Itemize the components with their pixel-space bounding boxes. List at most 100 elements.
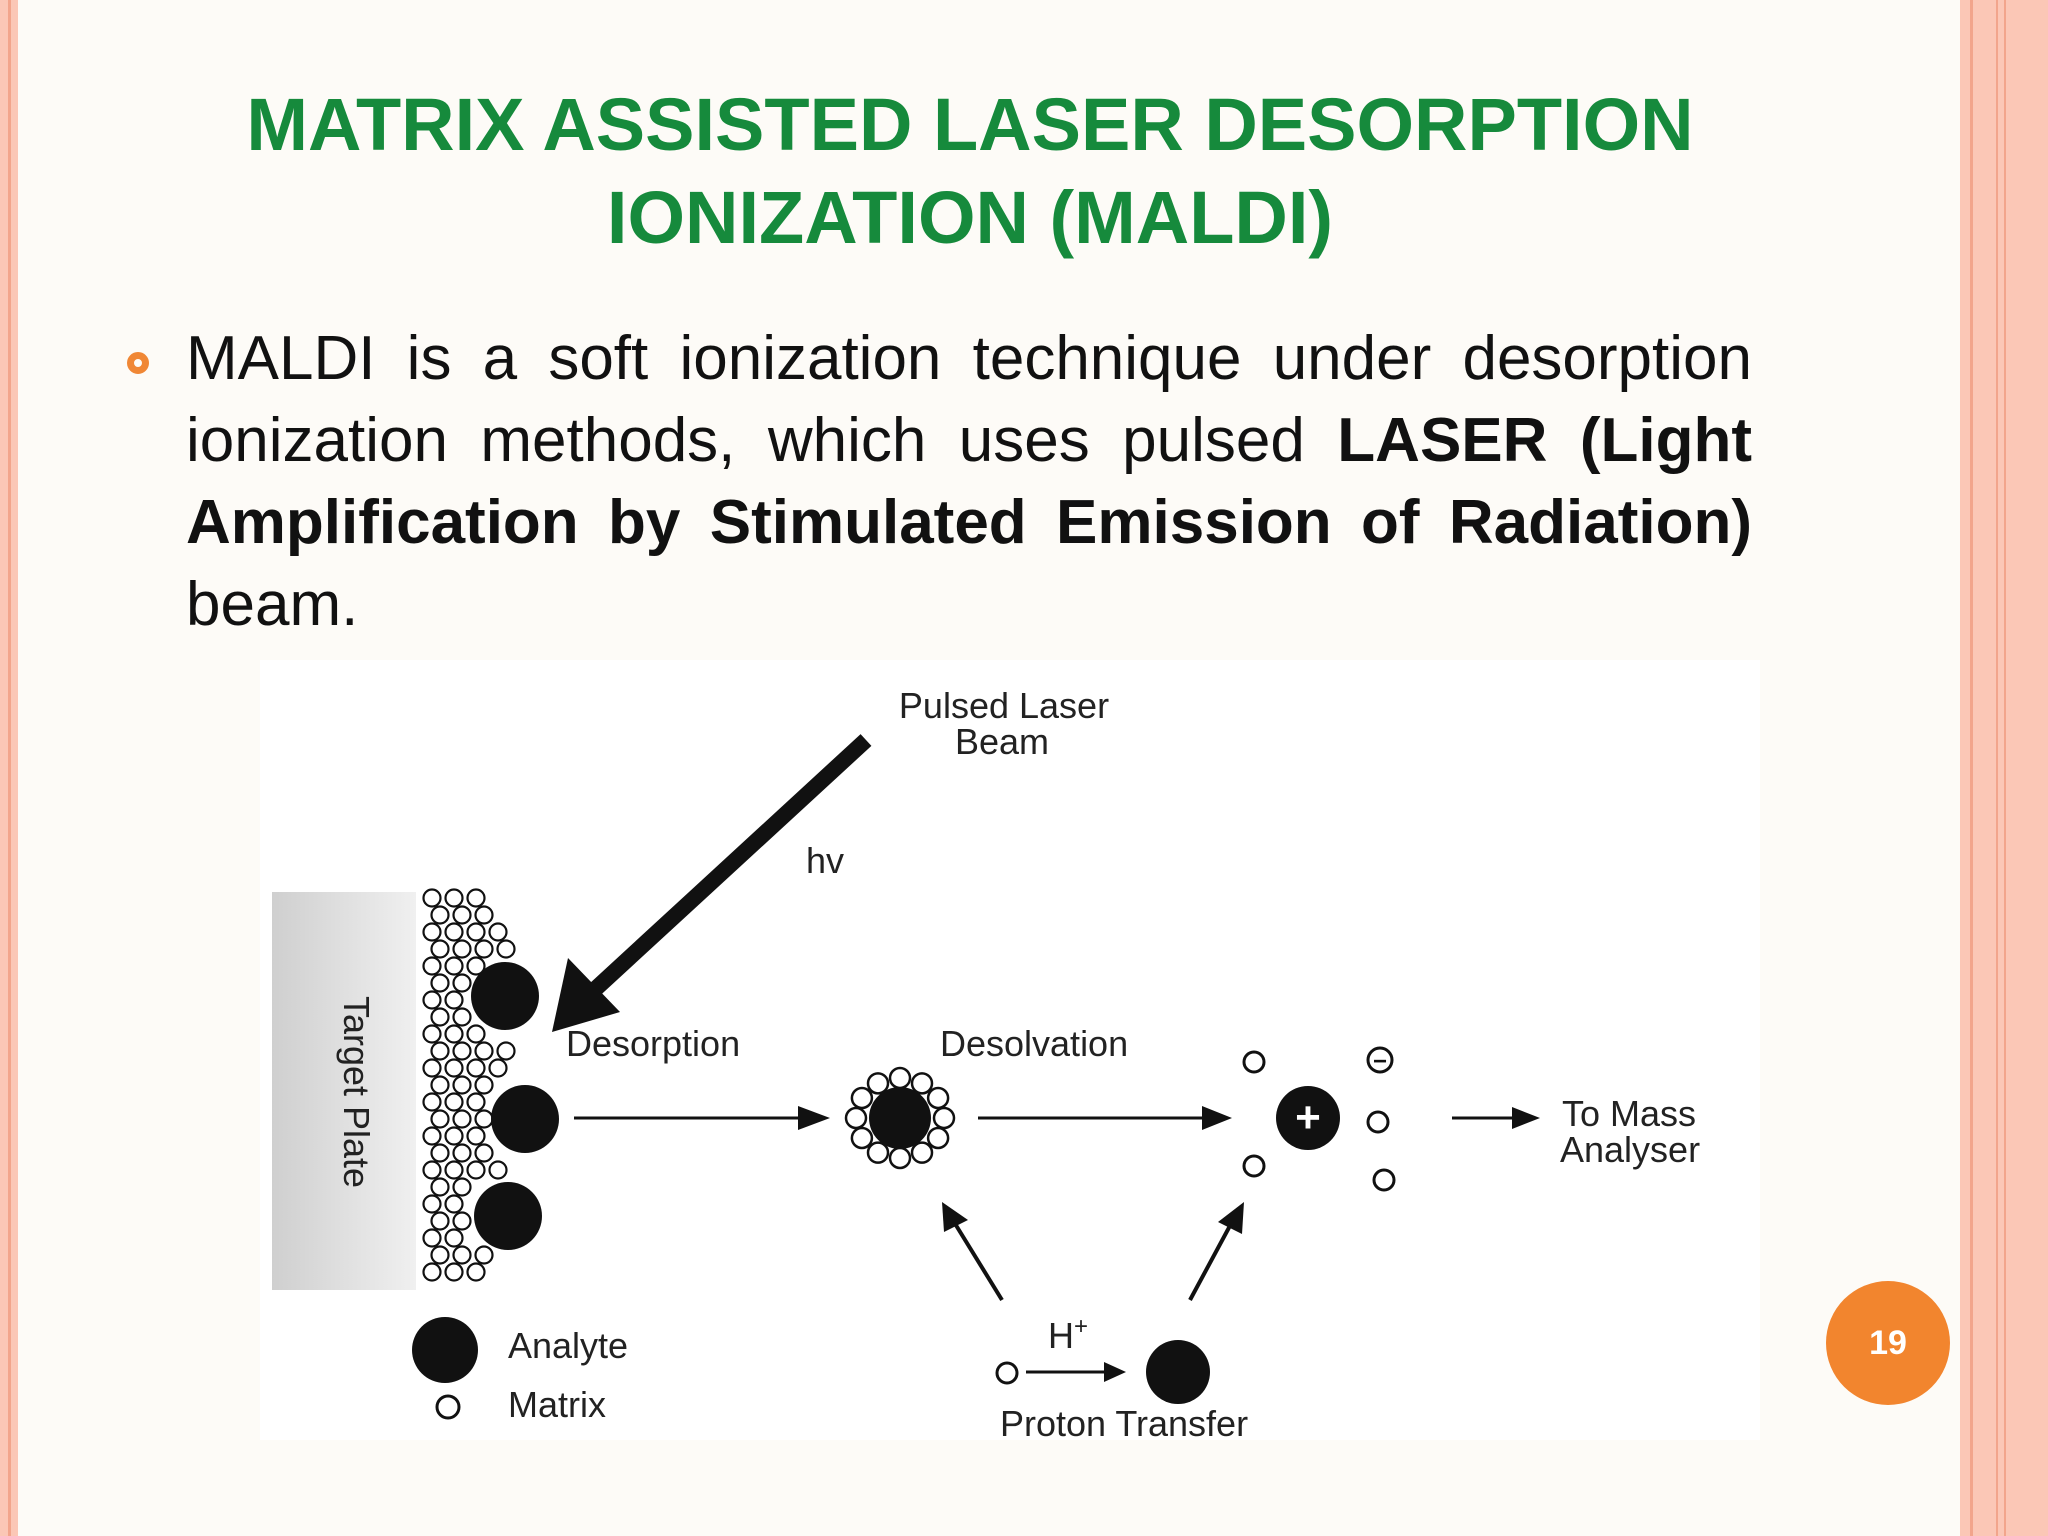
- matrix-molecule: [932, 1106, 956, 1130]
- matrix-molecule: [496, 1041, 516, 1061]
- right-border-line: [1970, 0, 1973, 1536]
- matrix-molecule: [1372, 1168, 1396, 1192]
- matrix-molecule: [452, 973, 472, 993]
- matrix-molecule: [444, 956, 464, 976]
- matrix-molecule: [444, 1262, 464, 1282]
- matrix-molecule: [466, 1024, 486, 1044]
- maldi-diagram-svg: Target Plate Pulsed Laser Beam hv Desorp…: [272, 685, 1700, 1440]
- matrix-molecule: [866, 1072, 890, 1095]
- proton-transfer-reaction-arrowhead: [1104, 1362, 1126, 1382]
- matrix-molecule: [850, 1086, 874, 1110]
- matrix-molecule: [452, 939, 472, 959]
- bullet-circle-icon: [127, 352, 149, 374]
- matrix-molecule: [452, 1109, 472, 1129]
- proton-transfer-arrowhead-right: [1218, 1202, 1244, 1234]
- matrix-molecule: [888, 1066, 912, 1090]
- h-plus-text: H: [1048, 1315, 1074, 1356]
- target-plate-label: Target Plate: [336, 996, 377, 1188]
- matrix-molecule: [474, 1245, 494, 1265]
- to-mass-label-line2: Analyser: [1560, 1129, 1700, 1170]
- proton-transfer-arrow-left: [952, 1220, 1004, 1302]
- matrix-molecule: [430, 1143, 450, 1163]
- proton-transfer-arrow-right: [1188, 1221, 1234, 1301]
- negative-ion-sign: −: [1373, 1048, 1387, 1075]
- matrix-molecule: [430, 1007, 450, 1027]
- matrix-molecule: [466, 1262, 486, 1282]
- legend-matrix-label: Matrix: [508, 1384, 606, 1425]
- matrix-molecule: [844, 1106, 868, 1130]
- matrix-molecule: [466, 1058, 486, 1078]
- analyte-molecule: [471, 962, 539, 1030]
- matrix-molecule: [474, 939, 494, 959]
- analyte-molecule: [474, 1182, 542, 1250]
- matrix-molecule: [1366, 1110, 1390, 1134]
- matrix-molecule: [430, 905, 450, 925]
- matrix-molecule: [466, 888, 486, 908]
- proton-transfer-label: Proton Transfer: [1000, 1403, 1248, 1440]
- matrix-molecule: [452, 1075, 472, 1095]
- to-mass-arrowhead: [1512, 1107, 1540, 1129]
- right-border-line: [2004, 0, 2006, 1536]
- bullet-text-regular: MALDI is a soft ionization technique und…: [186, 324, 1752, 475]
- matrix-molecule: [444, 1228, 464, 1248]
- matrix-molecule: [452, 1245, 472, 1265]
- matrix-molecule: [466, 1160, 486, 1180]
- matrix-molecule: [422, 956, 442, 976]
- matrix-molecule: [430, 1041, 450, 1061]
- matrix-molecule: [452, 1211, 472, 1231]
- desorption-label: Desorption: [566, 1023, 740, 1064]
- matrix-molecule: [422, 922, 442, 942]
- matrix-molecule: [430, 1109, 450, 1129]
- matrix-molecule: [488, 1160, 508, 1180]
- bullet-text-regular-end: beam.: [186, 570, 359, 639]
- matrix-molecule: [422, 888, 442, 908]
- matrix-molecule: [422, 990, 442, 1010]
- positive-ion: [1276, 1086, 1340, 1150]
- matrix-molecule: [430, 939, 450, 959]
- page-number-badge: 19: [1826, 1281, 1950, 1405]
- matrix-molecule: [422, 1194, 442, 1214]
- matrix-molecule: [926, 1126, 950, 1150]
- matrix-molecule: [850, 1126, 874, 1150]
- matrix-molecule: [488, 922, 508, 942]
- negative-ion: [1366, 1046, 1394, 1074]
- analyte-molecule: [869, 1087, 931, 1149]
- legend-analyte-label: Analyte: [508, 1325, 628, 1366]
- matrix-molecule: [452, 1177, 472, 1197]
- laser-beam-arrowhead: [552, 958, 620, 1032]
- positive-ion-sign: +: [1295, 1093, 1321, 1142]
- matrix-molecule: [995, 1361, 1019, 1385]
- matrix-molecule: [1242, 1154, 1266, 1178]
- matrix-molecule: [910, 1141, 934, 1164]
- matrix-molecule: [422, 1092, 442, 1112]
- matrix-molecule: [430, 1245, 450, 1265]
- matrix-molecule: [422, 1024, 442, 1044]
- matrix-crystals: [422, 888, 516, 1282]
- matrix-molecule: [430, 973, 450, 993]
- right-border-line: [1996, 0, 1998, 1536]
- matrix-molecule: [444, 990, 464, 1010]
- matrix-molecule: [430, 1211, 450, 1231]
- desorption-arrowhead: [798, 1106, 830, 1130]
- matrix-molecule: [466, 1092, 486, 1112]
- matrix-molecule: [466, 956, 486, 976]
- matrix-molecule: [444, 888, 464, 908]
- matrix-molecule: [466, 1126, 486, 1146]
- matrix-molecule: [444, 1126, 464, 1146]
- matrix-molecule: [452, 1041, 472, 1061]
- h-plus-label: H+: [1048, 1313, 1088, 1356]
- matrix-molecule: [452, 1143, 472, 1163]
- matrix-molecule: [422, 1262, 442, 1282]
- hv-label: hv: [806, 840, 844, 881]
- matrix-molecule: [488, 1058, 508, 1078]
- matrix-molecule: [444, 1058, 464, 1078]
- matrix-molecule: [430, 1075, 450, 1095]
- desolvation-arrowhead: [1202, 1106, 1232, 1130]
- slide-title: MATRIX ASSISTED LASER DESORPTION IONIZAT…: [170, 78, 1770, 264]
- matrix-molecule: [466, 922, 486, 942]
- matrix-molecule: [474, 1075, 494, 1095]
- matrix-molecule: [866, 1141, 890, 1164]
- left-border: [0, 0, 18, 1536]
- matrix-molecule: [474, 1109, 494, 1129]
